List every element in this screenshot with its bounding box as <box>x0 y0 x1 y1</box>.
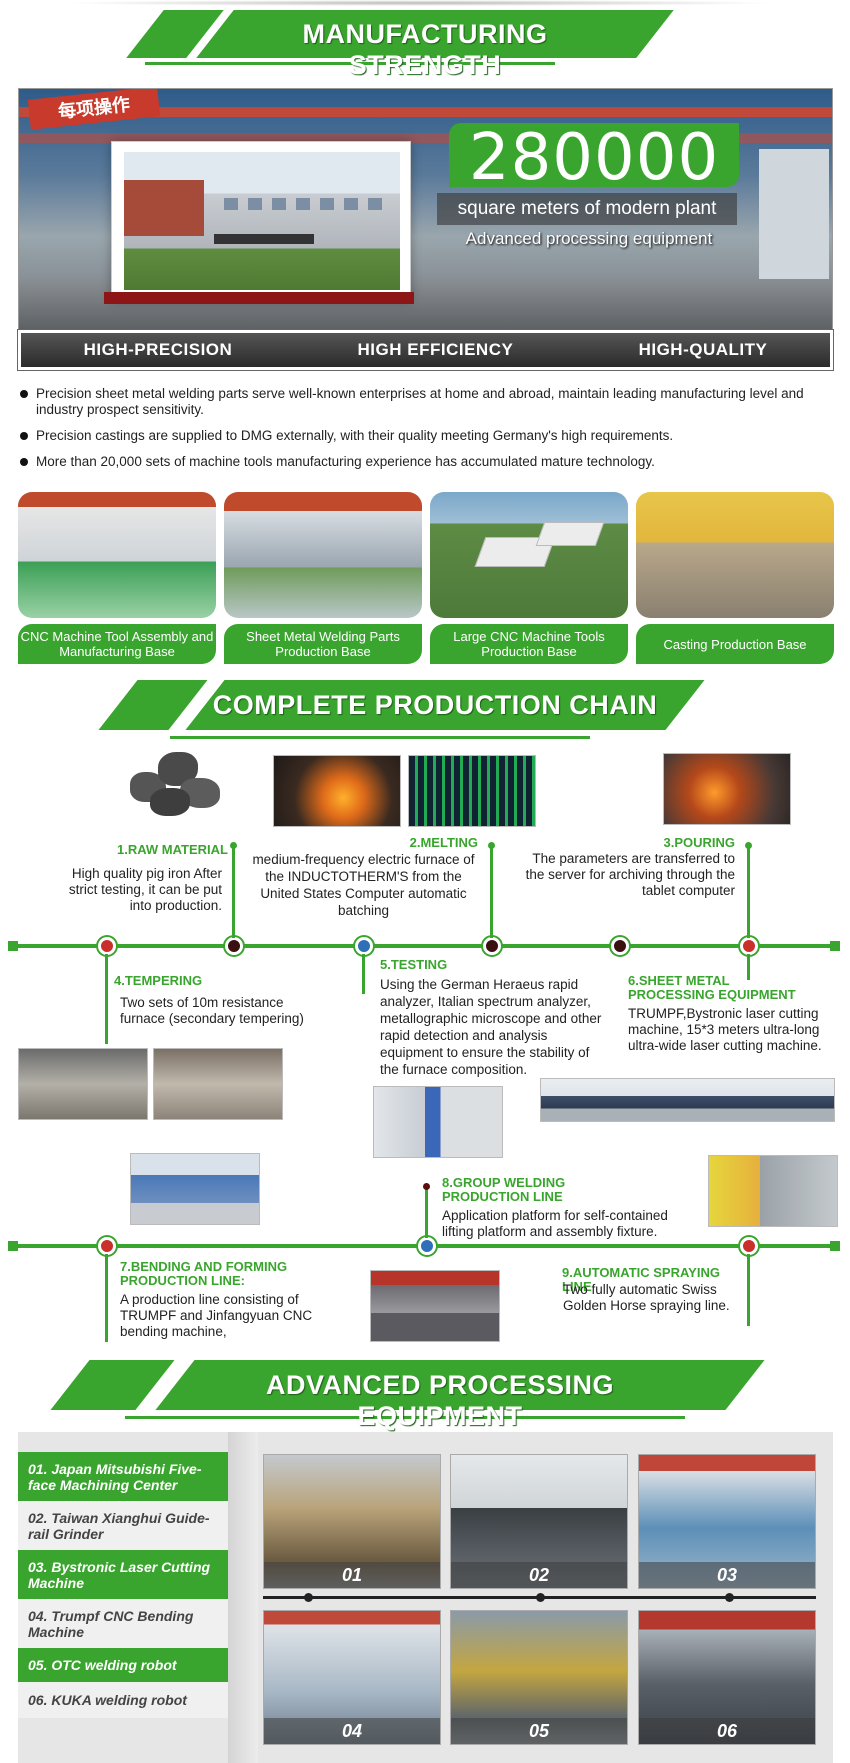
plant-area-label: square meters of modern plant <box>437 193 737 225</box>
section-title: ADVANCED PROCESSING EQUIPMENT <box>265 1370 615 1431</box>
timeline-node <box>225 937 243 955</box>
step-title: 8.GROUP WELDING PRODUCTION LINE <box>442 1175 566 1204</box>
equipment-item: 02. Taiwan Xianghui Guide-rail Grinder <box>18 1501 228 1550</box>
step-text: Two fully automatic Swiss Golden Horse s… <box>563 1282 730 1313</box>
hero-subtitle: Advanced processing equipment <box>465 229 713 248</box>
timeline-node <box>98 1237 116 1255</box>
bullet-item: More than 20,000 sets of machine tools m… <box>18 454 833 470</box>
step-title: 9.AUTOMATIC SPRAYING LINE <box>562 1265 720 1294</box>
base-caption: Sheet Metal Welding Parts Production Bas… <box>224 624 422 664</box>
bullet-item: Precision sheet metal welding parts serv… <box>18 386 833 418</box>
base-card-casting: Casting Production Base <box>636 492 834 668</box>
equipment-item: 06. KUKA welding robot <box>18 1682 228 1718</box>
section-title: COMPLETE PRODUCTION CHAIN <box>212 690 658 720</box>
equipment-item: 05. OTC welding robot <box>18 1648 228 1682</box>
number-highlight <box>449 123 739 187</box>
tempering-photo-2 <box>153 1048 283 1120</box>
equipment-photo: 06 <box>638 1610 816 1745</box>
equipment-list: 01. Japan Mitsubishi Five-face Machining… <box>18 1452 228 1718</box>
laser-cutting-photo <box>540 1078 835 1122</box>
equipment-photo: 05 <box>450 1610 628 1745</box>
section-banner-production-chain: COMPLETE PRODUCTION CHAIN <box>0 680 850 740</box>
timeline-node <box>611 937 629 955</box>
plant-photo-frame <box>104 141 414 304</box>
strength-bullets: Precision sheet metal welding parts serv… <box>18 386 833 480</box>
step-text: High quality pig iron After strict testi… <box>68 866 222 913</box>
timeline-node <box>98 937 116 955</box>
timeline-node <box>740 937 758 955</box>
section-banner-equipment: ADVANCED PROCESSING EQUIPMENT <box>0 1360 850 1431</box>
spraying-photo <box>708 1155 838 1227</box>
base-photo <box>224 492 422 618</box>
step-title: 3.POURING <box>663 835 735 850</box>
equipment-photo: 03 <box>638 1454 816 1589</box>
plant-building-photo <box>124 152 400 290</box>
base-caption: Casting Production Base <box>636 624 834 664</box>
pig-iron-photo <box>120 742 235 820</box>
strength-item: HIGH-QUALITY <box>638 340 768 359</box>
step-title: 4.TEMPERING <box>114 973 203 988</box>
equipment-item: 04. Trumpf CNC Bending Machine <box>18 1599 228 1648</box>
hero-image: 每项操作 280000 square meters of modern plan… <box>18 88 833 336</box>
plant-area-number: 280000 <box>468 121 720 195</box>
melting-photo-1 <box>273 755 401 827</box>
equipment-photo: 01 <box>263 1454 441 1589</box>
bullet-item: Precision castings are supplied to DMG e… <box>18 428 833 444</box>
base-photo <box>18 492 216 618</box>
step-text: Two sets of 10m resistance furnace (seco… <box>120 995 304 1026</box>
welding-photo <box>370 1270 500 1342</box>
base-card-large-cnc: Large CNC Machine Tools Production Base <box>430 492 628 668</box>
equipment-item: 03. Bystronic Laser Cutting Machine <box>18 1550 228 1599</box>
bending-photo <box>130 1153 260 1225</box>
timeline-node <box>355 937 373 955</box>
step-title: 5.TESTING <box>380 957 448 972</box>
melting-photo-2 <box>408 755 536 827</box>
step-text: TRUMPF,Bystronic laser cutting machine, … <box>628 1006 822 1053</box>
testing-photo <box>373 1086 503 1158</box>
base-caption: Large CNC Machine Tools Production Base <box>430 624 628 664</box>
equipment-item: 01. Japan Mitsubishi Five-face Machining… <box>18 1452 228 1501</box>
base-photo <box>430 492 628 618</box>
strength-item: HIGH-PRECISION <box>83 340 233 359</box>
base-card-cnc-assembly: CNC Machine Tool Assembly and Manufactur… <box>18 492 216 668</box>
equipment-photo: 04 <box>263 1610 441 1745</box>
step-text: medium-frequency electric furnace of the… <box>252 852 475 918</box>
step-text: Application platform for self-contained … <box>442 1208 668 1239</box>
base-caption: CNC Machine Tool Assembly and Manufactur… <box>18 624 216 664</box>
base-photo <box>636 492 834 618</box>
section-banner-manufacturing: MANUFACTURING STRENGTH <box>0 10 850 80</box>
strength-item: HIGH EFFICIENCY <box>357 340 514 359</box>
equipment-photo: 02 <box>450 1454 628 1589</box>
step-title: 1.RAW MATERIAL <box>117 842 228 857</box>
step-text: The parameters are transferred to the se… <box>525 851 735 898</box>
timeline-node <box>740 1237 758 1255</box>
pouring-photo <box>663 753 791 825</box>
base-card-sheet-metal: Sheet Metal Welding Parts Production Bas… <box>224 492 422 668</box>
step-title: 7.BENDING AND FORMING PRODUCTION LINE: <box>120 1259 288 1288</box>
step-title: 2.MELTING <box>409 835 478 850</box>
step-text: Using the German Heraeus rapid analyzer,… <box>380 977 602 1077</box>
timeline-line <box>12 944 838 948</box>
timeline-node <box>483 937 501 955</box>
strengths-bar: HIGH-PRECISION HIGH EFFICIENCY HIGH-QUAL… <box>17 329 834 371</box>
tempering-photo-1 <box>18 1048 148 1120</box>
step-text: A production line consisting of TRUMPF a… <box>120 1292 313 1339</box>
step-title: 6.SHEET METAL PROCESSING EQUIPMENT <box>628 973 796 1002</box>
factory-sign: 每项操作 <box>27 89 161 130</box>
timeline-node <box>418 1237 436 1255</box>
section-title: MANUFACTURING STRENGTH <box>302 19 548 80</box>
top-shadow <box>60 0 780 6</box>
